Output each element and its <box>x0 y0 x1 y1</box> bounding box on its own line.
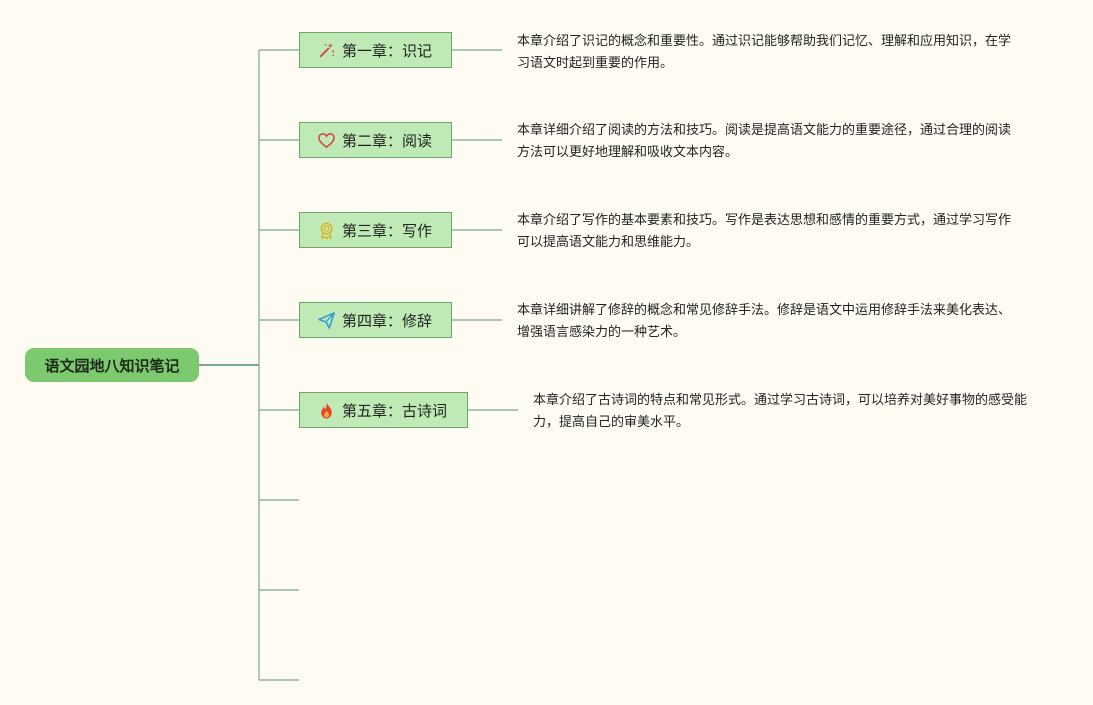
chapter-description-5: 本章介绍了古诗词的特点和常见形式。通过学习古诗词，可以培养对美好事物的感受能力，… <box>533 393 1028 430</box>
chapter-label-5: 第五章：古诗词 <box>342 401 448 420</box>
chapter-node-3[interactable]: 第三章：写作 <box>299 212 452 248</box>
chapter-description-4: 本章详细讲解了修辞的概念和常见修辞手法。修辞是语文中运用修辞手法来美化表达、增强… <box>517 303 1012 340</box>
chapter-label-2: 第二章：阅读 <box>342 131 433 150</box>
paper-plane-icon <box>317 311 336 330</box>
chapter-node-4[interactable]: 第四章：修辞 <box>299 302 452 338</box>
magic-wand-icon <box>317 41 336 60</box>
chapter-node-1[interactable]: 第一章：识记 <box>299 32 452 68</box>
chapter-label-1: 第一章：识记 <box>342 41 433 60</box>
chapter-node-5[interactable]: 第五章：古诗词 <box>299 392 468 428</box>
chapter-node-2[interactable]: 第二章：阅读 <box>299 122 452 158</box>
award-ribbon-icon <box>317 221 336 240</box>
chapter-description-1: 本章介绍了识记的概念和重要性。通过识记能够帮助我们记忆、理解和应用知识，在学习语… <box>517 34 1012 71</box>
chapter-label-3: 第三章：写作 <box>342 221 433 240</box>
root-label: 语文园地八知识笔记 <box>44 356 180 375</box>
root-node[interactable]: 语文园地八知识笔记 <box>25 348 199 382</box>
chapter-label-4: 第四章：修辞 <box>342 311 433 330</box>
chapter-description-2: 本章详细介绍了阅读的方法和技巧。阅读是提高语文能力的重要途径，通过合理的阅读方法… <box>517 123 1012 160</box>
chapter-description-3: 本章介绍了写作的基本要素和技巧。写作是表达思想和感情的重要方式，通过学习写作可以… <box>517 213 1012 250</box>
fire-icon <box>317 401 336 420</box>
heart-icon <box>317 131 336 150</box>
